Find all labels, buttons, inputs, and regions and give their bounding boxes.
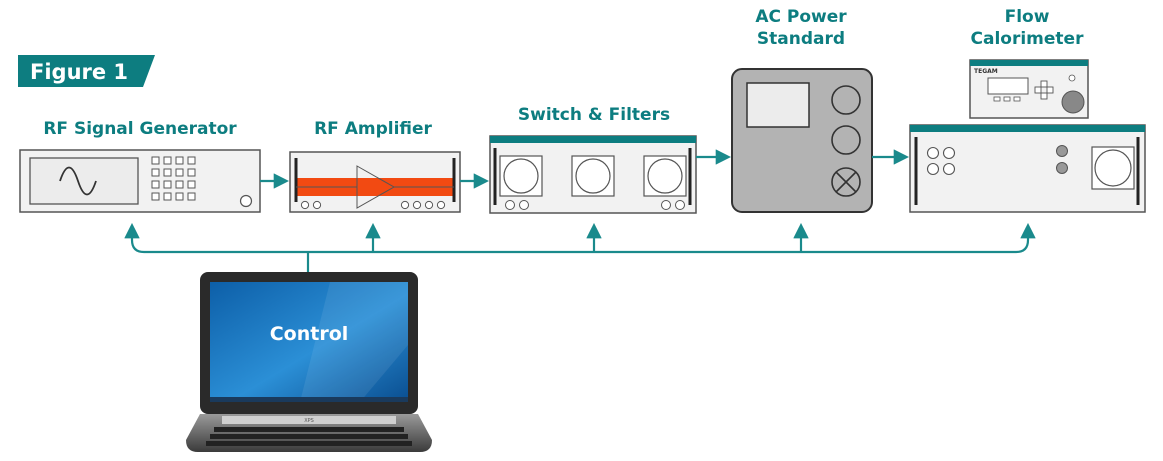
sine-wave-icon [59,166,97,196]
figure-label: Figure 1 [30,60,128,84]
flow-calorimeter-label-line2: Calorimeter [971,29,1085,49]
laptop-brand: XPS [304,418,314,424]
flow-calorimeter [909,124,1146,213]
laptop-screen-label: Control [270,323,349,345]
rf-amplifier [289,151,461,213]
control-laptop: Control XPS [186,272,432,452]
crossed-circle-icon [831,167,861,197]
ac-power-standard [731,68,873,213]
switch-and-filters [489,135,697,214]
rf-signal-generator-label: RF Signal Generator [43,119,237,139]
flow-calorimeter-label-line1: Flow [1005,7,1050,27]
signal-chain-arrows [260,149,910,189]
ac-power-label-line2: Standard [757,29,845,49]
flow-calorimeter-controller: TEGAM [969,59,1089,119]
ac-power-label-line1: AC Power [755,7,847,27]
figure-label-tab: Figure 1 [18,55,155,87]
control-bus [124,222,1036,272]
dpad-icon [1034,80,1054,100]
switch-filters-label: Switch & Filters [518,105,670,125]
rf-signal-generator [19,149,261,213]
rf-amplifier-label: RF Amplifier [314,119,432,139]
tegam-brand-label: TEGAM [974,68,998,75]
